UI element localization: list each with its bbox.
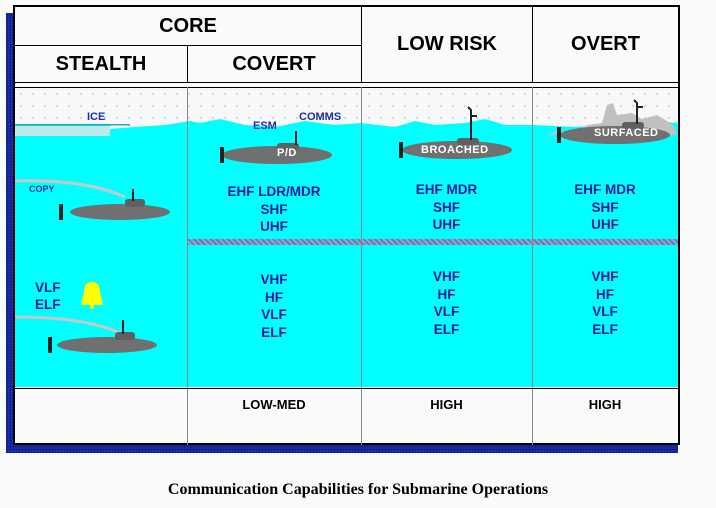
divider [361, 7, 362, 82]
freq-item: UHF [591, 217, 619, 232]
low-risk-lower-freq: VHF HF VLF ELF [361, 268, 532, 338]
covert-upper-freq: EHF LDR/MDR SHF UHF [187, 183, 361, 236]
overt-risk: HIGH [588, 397, 622, 412]
freq-item: VLF [592, 304, 618, 319]
diagram-caption: Communication Capabilities for Submarine… [167, 481, 549, 498]
freq-item: ELF [261, 324, 287, 340]
bell-icon [81, 282, 103, 309]
stealth-submarine-deep [15, 315, 157, 353]
freq-item: VHF [260, 272, 288, 287]
freq-item: EHF MDR [415, 182, 478, 197]
header-low-risk: LOW RISK [397, 33, 497, 55]
overt-submarine-with-ship [547, 99, 677, 144]
stealth-deep-freq-vlf: VLF [35, 280, 61, 295]
column-divider [532, 87, 533, 445]
freq-item: EHF MDR [574, 182, 636, 197]
low-risk-sub-label: BROACHED [421, 144, 489, 156]
divider [15, 82, 678, 83]
divider [15, 45, 361, 46]
overt-sub-label: SURFACED [594, 127, 659, 139]
covert-sub-label: P/D [277, 147, 297, 159]
freq-item: SHF [591, 199, 619, 215]
freq-item: HF [437, 286, 456, 302]
divider [187, 46, 188, 82]
copy-label: COPY [29, 184, 55, 194]
overt-upper-freq: EHF MDR SHF UHF [532, 181, 678, 234]
column-divider [187, 87, 188, 445]
header-overt: OVERT [571, 33, 640, 55]
overt-lower-freq: VHF HF VLF ELF [532, 268, 678, 338]
freq-item: UHF [432, 217, 461, 232]
column-divider [361, 87, 362, 445]
divider [15, 388, 678, 389]
freq-item: EHF LDR/MDR [227, 184, 321, 199]
freq-item: SHF [260, 201, 288, 217]
low-risk-submarine [399, 106, 512, 159]
freq-item: HF [596, 286, 614, 302]
stealth-deep-freq-elf: ELF [35, 297, 61, 312]
depth-divider-band [187, 239, 678, 245]
header-core: CORE [159, 14, 217, 37]
freq-item: VLF [261, 307, 287, 322]
diagram-frame: CORE STEALTH COVERT LOW RISK OVERT ICE C… [13, 5, 680, 445]
esm-label: ESM [253, 120, 277, 132]
divider [532, 7, 533, 82]
freq-item: VHF [591, 269, 619, 284]
low-risk-upper-freq: EHF MDR SHF UHF [361, 181, 532, 234]
header-stealth: STEALTH [55, 52, 147, 75]
freq-item: HF [265, 289, 283, 305]
low-risk-risk: HIGH [430, 397, 463, 412]
divider [15, 87, 678, 88]
freq-item: ELF [433, 321, 460, 337]
freq-item: VHF [433, 269, 460, 284]
covert-submarine [220, 131, 332, 164]
freq-item: SHF [433, 199, 460, 215]
comms-label: COMMS [299, 111, 342, 123]
sky-area [15, 88, 678, 128]
covert-lower-freq: VHF HF VLF ELF [187, 271, 361, 341]
freq-item: VLF [433, 304, 460, 319]
freq-item: ELF [592, 321, 618, 337]
covert-risk: LOW-MED [242, 397, 306, 412]
stealth-submarine-shallow [15, 179, 170, 220]
ice-label: ICE [87, 111, 106, 123]
header-covert: COVERT [232, 52, 316, 75]
freq-item: UHF [260, 219, 288, 234]
